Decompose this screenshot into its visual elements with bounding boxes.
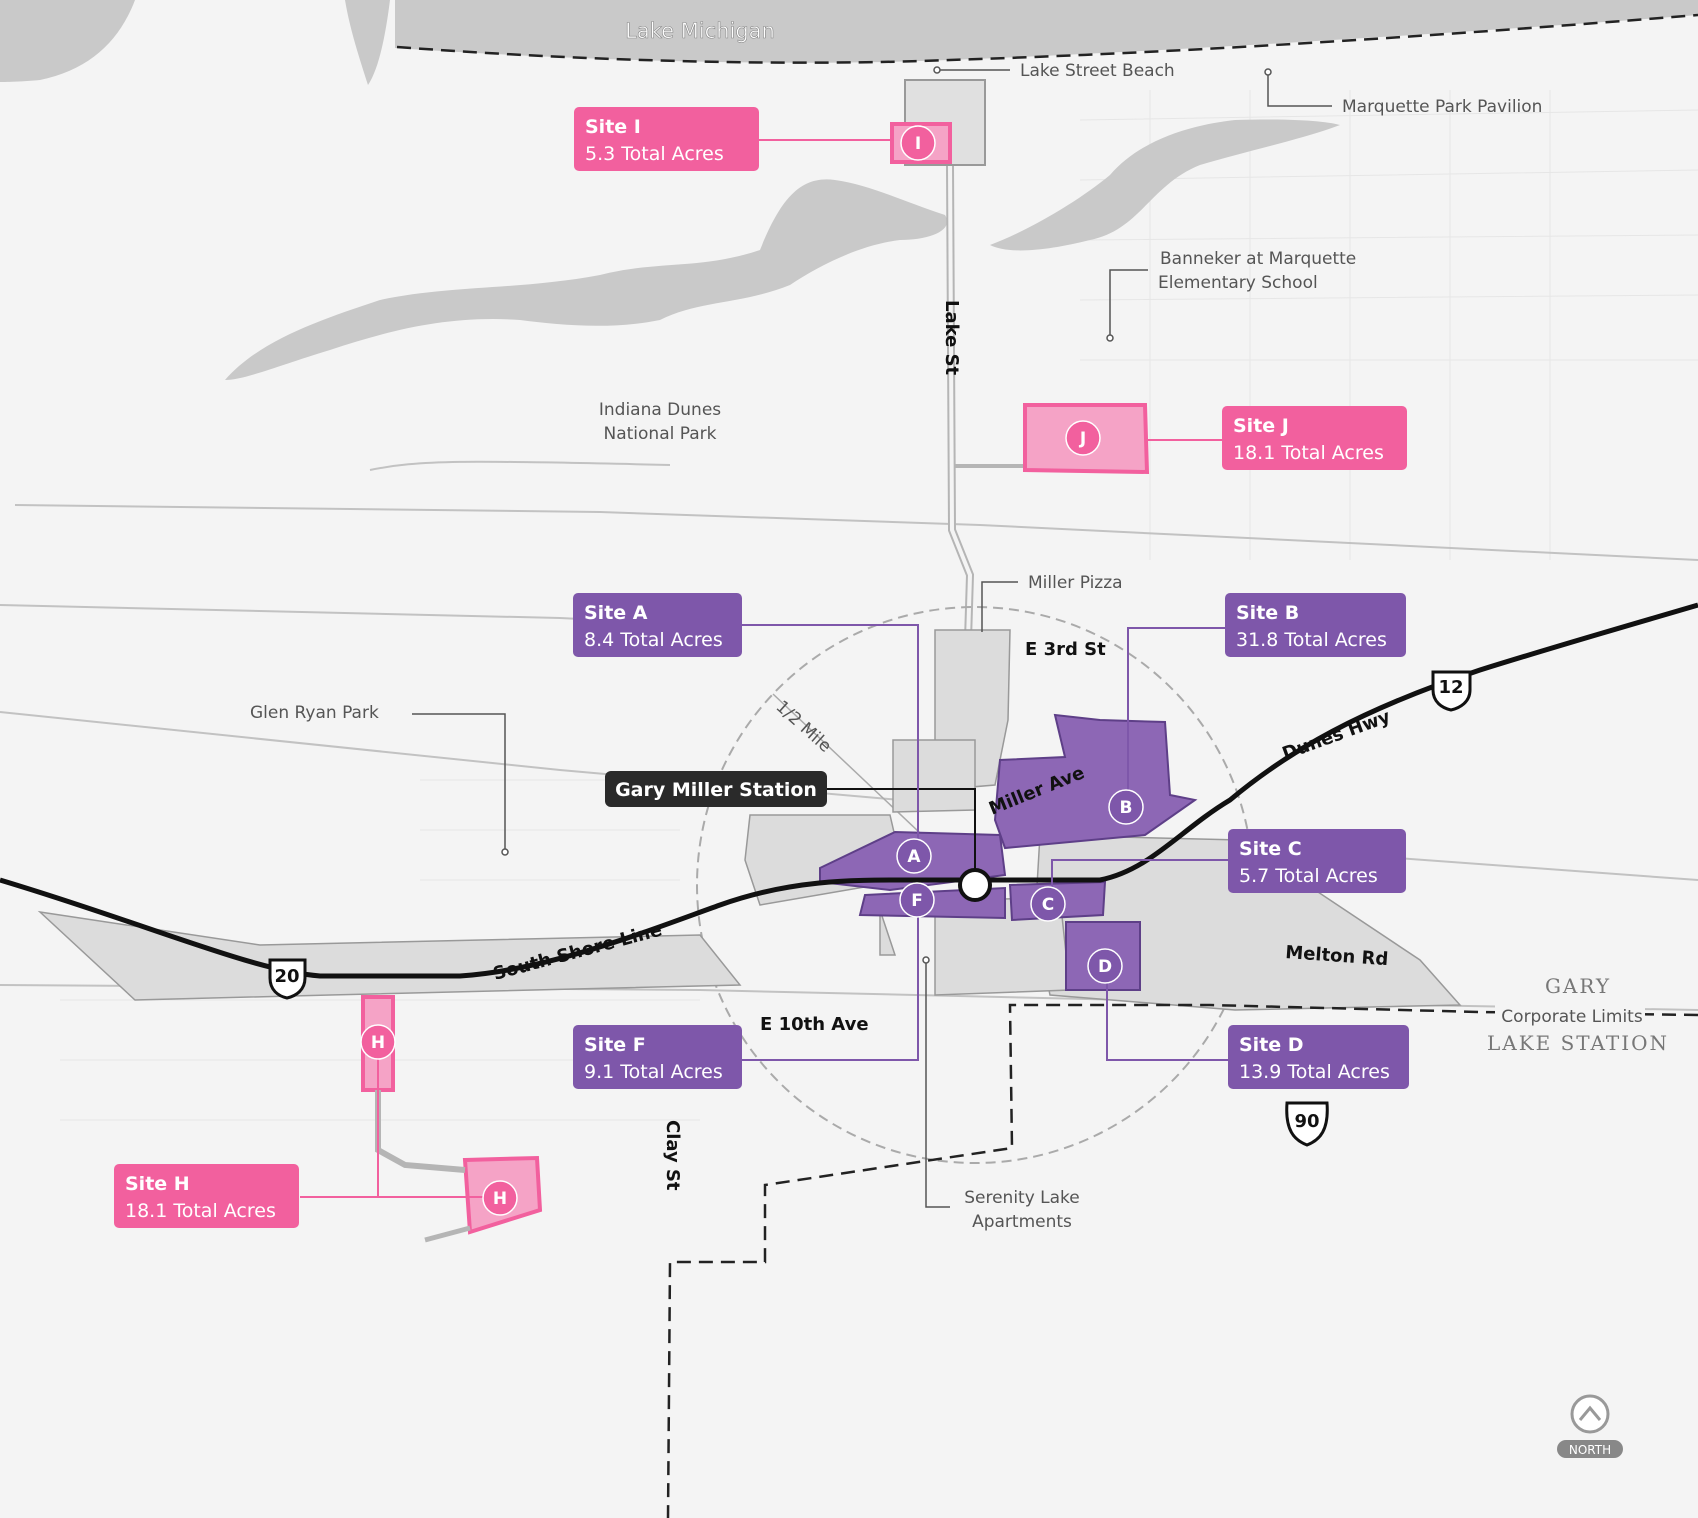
dunes-park-label-line2: National Park	[604, 424, 717, 444]
dunes-park-label-line1: Indiana Dunes	[599, 400, 721, 420]
site-c-marker-letter: C	[1042, 895, 1054, 915]
site-d-marker[interactable]	[1087, 948, 1123, 984]
e-3rd-st-label: E 3rd St	[1025, 639, 1106, 660]
site-j-title: Site J	[1233, 415, 1289, 437]
site-i-callout[interactable]	[574, 107, 759, 171]
banneker-label-line1: Banneker at Marquette	[1160, 249, 1356, 269]
site-a-title: Site A	[584, 602, 648, 624]
lake-inlet-spit	[345, 0, 390, 85]
i-90-shield-number: 90	[1294, 1111, 1319, 1132]
lake-michigan-water	[395, 0, 1698, 63]
us-20-shield-number: 20	[274, 966, 299, 987]
site-markers: I J A B C F D H H	[360, 125, 1144, 1216]
site-i-marker[interactable]	[900, 125, 936, 161]
gary-label: GARY	[1545, 974, 1611, 998]
i-90-shield: 90	[1285, 1101, 1329, 1147]
north-label: NORTH	[1569, 1443, 1611, 1457]
site-f-title: Site F	[584, 1034, 646, 1056]
site-j-marker[interactable]	[1065, 420, 1101, 456]
site-d-marker-letter: D	[1098, 957, 1112, 977]
station-label: Gary Miller Station	[615, 779, 817, 801]
site-j-callout[interactable]	[1222, 406, 1407, 470]
site-a-marker-letter: A	[907, 847, 921, 867]
site-j-marker-letter: J	[1079, 429, 1086, 449]
clay-st-label: Clay St	[662, 1120, 683, 1191]
site-b-acres: 31.8 Total Acres	[1236, 629, 1387, 651]
site-f-acres: 9.1 Total Acres	[584, 1061, 723, 1083]
site-f-marker[interactable]	[899, 882, 935, 918]
site-j-acres: 18.1 Total Acres	[1233, 442, 1384, 464]
site-f-marker-letter: F	[911, 891, 923, 911]
dune-lagoon-west	[225, 179, 948, 380]
site-a-acres: 8.4 Total Acres	[584, 629, 723, 651]
lake-station-label: LAKE STATION	[1487, 1031, 1669, 1055]
site-i-acres: 5.3 Total Acres	[585, 143, 724, 165]
us-20-shield: 20	[268, 958, 307, 1000]
site-d-title: Site D	[1239, 1034, 1304, 1056]
north-arrow-icon	[1570, 1394, 1610, 1434]
site-i-marker-letter: I	[915, 134, 921, 154]
lake-inlet-west	[0, 0, 135, 82]
site-d-callout[interactable]	[1228, 1025, 1409, 1089]
site-f-callout[interactable]	[573, 1025, 742, 1089]
site-h-marker-letter-2: H	[493, 1189, 507, 1209]
site-h-marker-letter: H	[371, 1033, 385, 1053]
site-b-title: Site B	[1236, 602, 1299, 624]
lake-st-label: Lake St	[941, 300, 962, 376]
site-a-marker[interactable]	[896, 838, 932, 874]
site-i-title: Site I	[585, 116, 641, 138]
site-c-marker[interactable]	[1030, 886, 1066, 922]
place-leader-lines	[412, 69, 1332, 1208]
serenity-label-line2: Apartments	[972, 1212, 1072, 1232]
site-h-title: Site H	[125, 1173, 190, 1195]
street-grid-faint	[60, 90, 1698, 1121]
e-10th-ave-label: E 10th Ave	[760, 1014, 869, 1035]
site-a-callout[interactable]	[573, 593, 742, 657]
site-b-callout[interactable]	[1225, 593, 1406, 657]
serenity-label-line1: Serenity Lake	[964, 1188, 1080, 1208]
glen-ryan-park-label: Glen Ryan Park	[250, 703, 379, 723]
corporate-limits-lake	[396, 13, 1698, 64]
banneker-label-line2: Elementary School	[1158, 273, 1318, 293]
site-d-acres: 13.9 Total Acres	[1239, 1061, 1390, 1083]
lake-label: Lake Michigan	[625, 19, 775, 43]
lake-street-beach-label: Lake Street Beach	[1020, 61, 1175, 81]
site-c-title: Site C	[1239, 838, 1302, 860]
miller-pizza-label: Miller Pizza	[1028, 573, 1123, 593]
dune-lagoon-east	[990, 119, 1340, 251]
site-b-marker-letter: B	[1120, 798, 1133, 818]
station-marker[interactable]	[958, 868, 992, 902]
site-leader-lines	[300, 139, 1228, 1198]
site-h-marker-2[interactable]	[482, 1180, 518, 1216]
site-h-acres: 18.1 Total Acres	[125, 1200, 276, 1222]
site-c-acres: 5.7 Total Acres	[1239, 865, 1378, 887]
station-callout[interactable]	[605, 771, 827, 807]
corporate-limits-label: Corporate Limits	[1501, 1007, 1643, 1027]
us-12-shield-number: 12	[1438, 677, 1463, 698]
north-arrow: NORTH	[1557, 1394, 1623, 1458]
marquette-pavilion-label: Marquette Park Pavilion	[1342, 97, 1542, 117]
downtown-parcels	[37, 629, 1462, 1011]
site-h-callout[interactable]	[114, 1164, 299, 1228]
corporate-limits-south	[666, 1003, 1698, 1518]
site-h-marker[interactable]	[360, 1024, 396, 1060]
us-12-shield: 12	[1431, 670, 1472, 712]
site-c-callout[interactable]	[1228, 829, 1406, 893]
site-b-marker[interactable]	[1108, 789, 1144, 825]
